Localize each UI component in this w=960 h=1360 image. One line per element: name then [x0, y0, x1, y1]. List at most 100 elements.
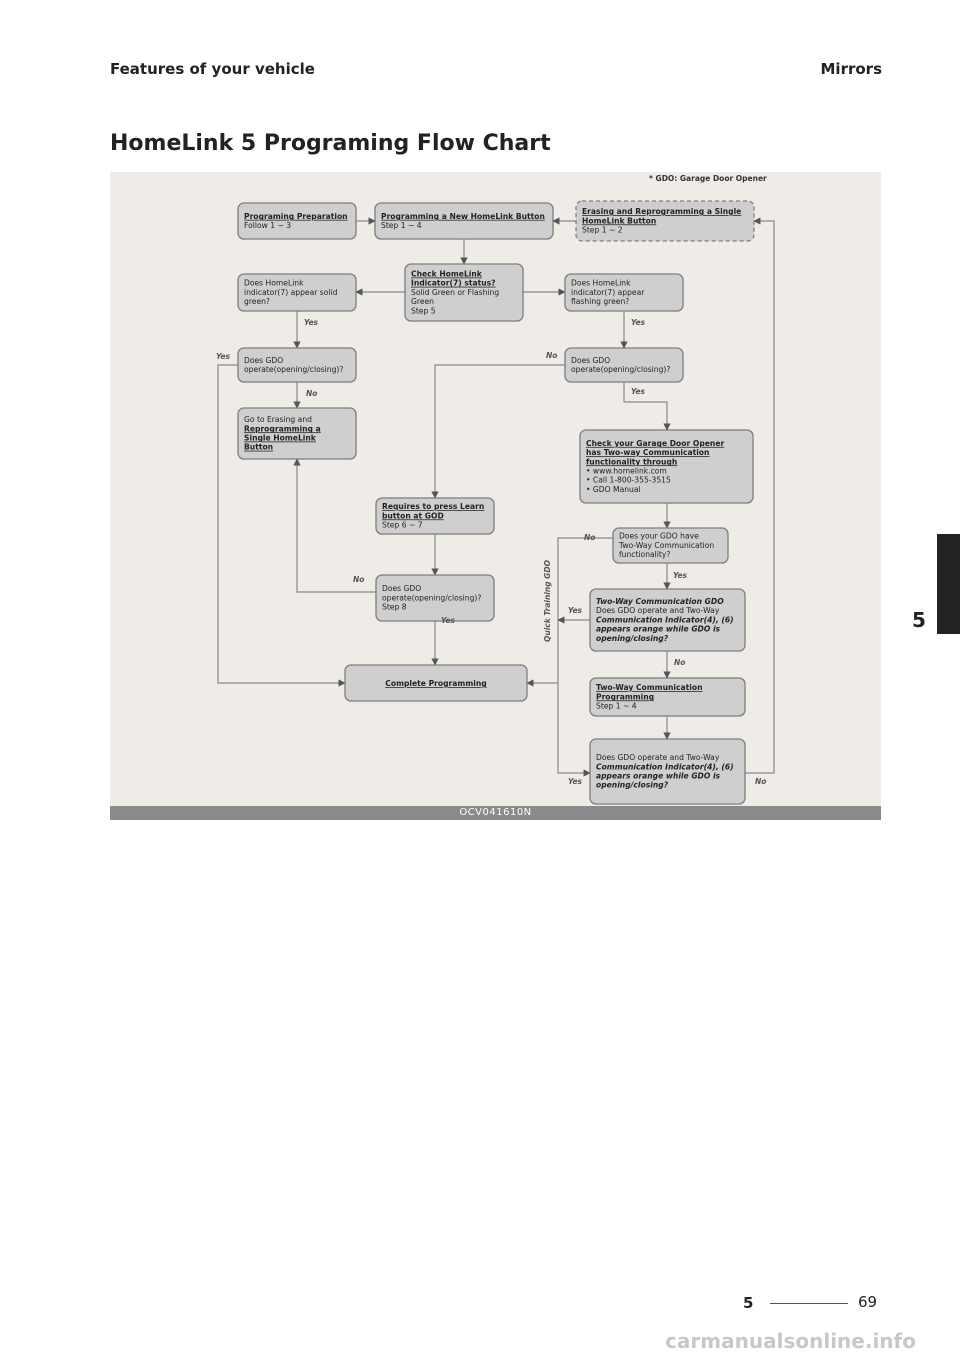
flow-node-text: Button: [244, 443, 273, 452]
flow-node-text: opening/closing?: [596, 781, 669, 790]
edge-label-no-twoway: No: [584, 533, 595, 542]
edge-label-quick: Quick Training GDO: [543, 559, 552, 642]
flow-node-text: Indicator(7) status?: [411, 279, 496, 288]
footer-chapter: 5: [743, 1294, 754, 1312]
flow-node-text: Step 1 ~ 2: [582, 226, 623, 235]
connector-path: [293, 458, 376, 593]
connector-path: [623, 382, 671, 431]
flow-node-text: Does HomeLink: [571, 279, 631, 288]
flow-node-text: Erasing and Reprogramming a Single: [582, 207, 741, 216]
connector-path: [431, 364, 565, 499]
edge-label-yes-twoway: Yes: [673, 571, 688, 580]
flow-node-text: opening/closing?: [596, 634, 669, 643]
flow-node-text: Complete Programming: [385, 679, 486, 688]
watermark: carmanualsonline.info: [665, 1329, 916, 1353]
flow-node-text: Communication Indicator(4), (6): [596, 615, 734, 624]
chapter-tab-number: 5: [912, 608, 926, 632]
flow-node-text: functionality through: [586, 457, 677, 466]
edge-label-no-op1: No: [306, 389, 317, 398]
flow-node-erase: Erasing and Reprogramming a SingleHomeLi…: [575, 200, 755, 242]
flow-node-text: Step 8: [382, 603, 407, 612]
page-title: HomeLink 5 Programing Flow Chart: [110, 131, 551, 156]
flow-node-text: Two-Way Communication GDO: [596, 597, 724, 606]
flow-node-text: Does GDO operate and Two-Way: [596, 606, 720, 615]
flow-node-text: Single HomeLink: [244, 434, 317, 443]
flow-node-text: functionality?: [619, 550, 670, 559]
flow-node-text: Requires to press Learn: [382, 502, 484, 511]
flow-node-text: Does GDO: [382, 584, 421, 593]
chapter-tab: [937, 534, 960, 634]
edge-label-yes-op1: Yes: [216, 352, 231, 361]
flow-node-text: Does HomeLink: [244, 279, 304, 288]
flow-node-text: operate(opening/closing)?: [571, 365, 670, 374]
flow-node-text: Step 1 ~ 4: [596, 702, 637, 711]
flow-node-text: Programming: [596, 692, 654, 701]
connector-path: [745, 217, 775, 774]
header-section: Features of your vehicle: [110, 60, 315, 78]
figure-caption: OCV041610N: [110, 806, 881, 820]
flow-node-text: indicator(7) appear solid: [244, 288, 338, 297]
flow-node-text: Check HomeLink: [411, 270, 483, 279]
flow-node-text: • GDO Manual: [586, 485, 641, 494]
flow-node-text: Programming a New HomeLink Button: [381, 212, 545, 221]
gdo-footnote: * GDO: Garage Door Opener: [649, 174, 767, 183]
flow-node-final: Does GDO operate and Two-WayCommunicatio…: [589, 738, 746, 805]
flow-node-text: indicator(7) appear: [571, 288, 645, 297]
flow-node-text: Follow 1 ~ 3: [244, 221, 291, 230]
flow-node-text: Reprogramming a: [244, 424, 321, 433]
flow-node-text: HomeLink Button: [582, 216, 656, 225]
edge-label-yes-flash: Yes: [631, 318, 646, 327]
flow-node-text: Step 6 ~ 7: [382, 521, 423, 530]
edge-label-yes-op3: Yes: [441, 616, 456, 625]
flow-node-text: has Two-way Communication: [586, 448, 709, 457]
edge-label-no-op2: No: [546, 351, 557, 360]
flow-node-text: appears orange while GDO is: [596, 625, 721, 634]
edge-label-no-final: No: [755, 777, 766, 786]
edge-label-yes-op2: Yes: [631, 387, 646, 396]
footer-divider: [770, 1303, 848, 1304]
flow-node-text: Does your GDO have: [619, 532, 699, 541]
flow-node-text: Check your Garage Door Opener: [586, 439, 724, 448]
flow-node-text: Green: [411, 297, 434, 306]
flow-node-text: button at GOD: [382, 511, 444, 520]
flow-node-text: • www.homelink.com: [586, 467, 667, 476]
edge-label-yes-twoway-gdo: Yes: [568, 606, 583, 615]
connector-path: [557, 537, 613, 777]
page-number: 69: [858, 1293, 878, 1311]
flow-node-text: operate(opening/closing)?: [244, 365, 343, 374]
flow-node-text: flashing green?: [571, 297, 629, 306]
flow-node-text: Does GDO operate and Two-Way: [596, 753, 720, 762]
flow-node-text: Communication Indicator(4), (6): [596, 762, 734, 771]
flow-node-text: Does GDO: [244, 356, 283, 365]
edge-label-no-op3: No: [353, 575, 364, 584]
flow-node-text: Two-Way Communication: [596, 683, 703, 692]
edge-label-yes-solid: Yes: [304, 318, 319, 327]
flow-node-text: appears orange while GDO is: [596, 772, 721, 781]
flow-node-text: Does GDO: [571, 356, 610, 365]
flow-node-text: Programing Preparation: [244, 212, 348, 221]
edge-label-no-twoway-gdo: No: [674, 658, 685, 667]
flow-node-text: operate(opening/closing)?: [382, 593, 481, 602]
flow-node-text: • Call 1-800-355-3515: [586, 476, 671, 485]
flow-node-text: Two-Way Communication: [618, 541, 714, 550]
flow-node-complete: Complete Programming: [344, 664, 528, 702]
flow-node-text: Step 5: [411, 306, 436, 315]
flow-node-text: green?: [244, 297, 270, 306]
flow-node-text: Step 1 ~ 4: [381, 221, 422, 230]
